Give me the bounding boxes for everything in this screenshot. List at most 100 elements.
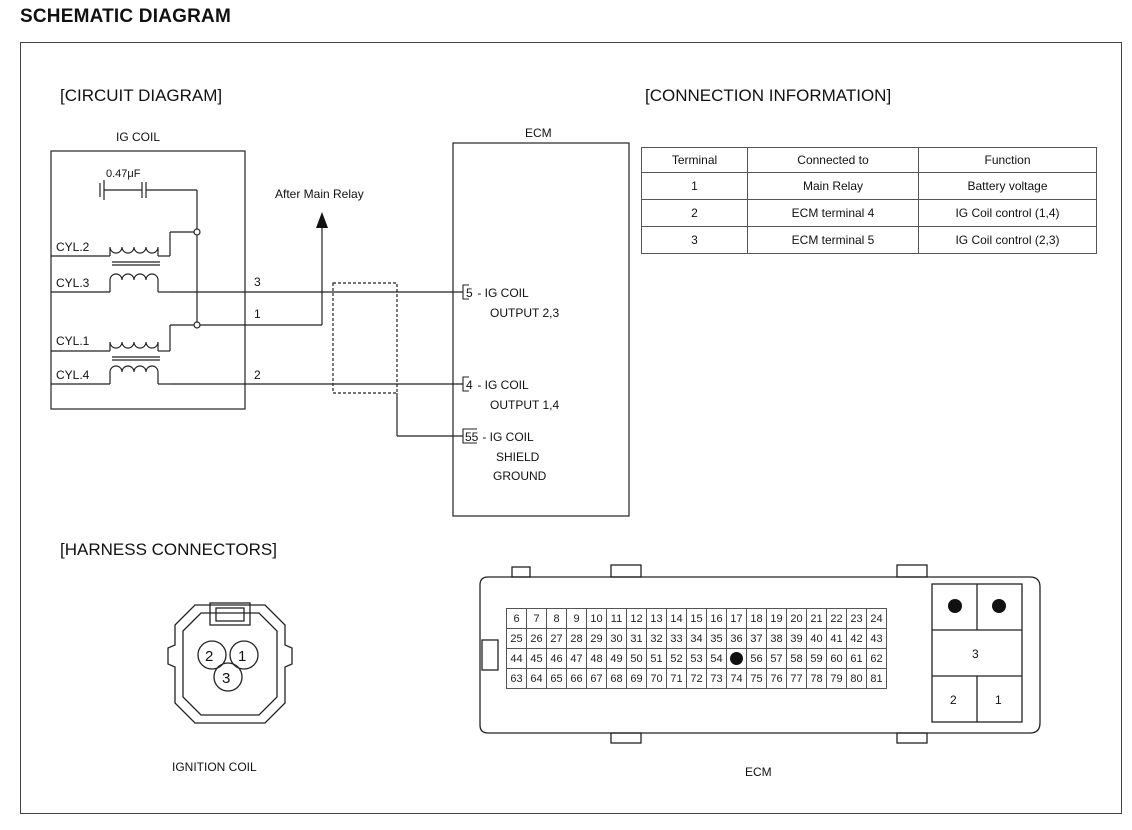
ecm-pin-cell: 19 — [766, 608, 787, 629]
coil-pin-1: 1 — [238, 648, 246, 665]
ecm-pin-4-number: 4 — [466, 378, 473, 392]
terminal-cell: 1 — [641, 172, 748, 200]
ecm-pin-cell: 20 — [786, 608, 807, 629]
ig-coil-label: IG COIL — [116, 130, 160, 144]
function-cell: Battery voltage — [918, 172, 1097, 200]
ecm-pin-cell: 11 — [606, 608, 627, 629]
capacitor-label: 0.47μF — [106, 168, 141, 180]
ecm-pin-cell: 32 — [646, 628, 667, 649]
ecm-pin-5-number: 5 — [466, 286, 473, 300]
ecm-pin-cell: 79 — [826, 668, 847, 689]
function-cell: IG Coil control (2,3) — [918, 226, 1097, 254]
wire-number-2: 2 — [254, 368, 261, 382]
ecm-pin-cell: 47 — [566, 648, 587, 669]
pin-dot-icon — [730, 652, 743, 665]
ecm-pin-cell: 45 — [526, 648, 547, 669]
ecm-pin-cell: 64 — [526, 668, 547, 689]
coil-pin-2: 2 — [205, 648, 213, 665]
ecm-pin-cell: 27 — [546, 628, 567, 649]
ecm-pin-5-line1: - IG COIL — [474, 286, 529, 300]
header-function: Function — [918, 147, 1097, 173]
ecm-pin-cell: 80 — [846, 668, 867, 689]
function-cell: IG Coil control (1,4) — [918, 199, 1097, 227]
ecm-power-pin-2: 2 — [950, 693, 957, 707]
connection-info-title: [CONNECTION INFORMATION] — [645, 86, 892, 105]
ig-coil-box — [50, 150, 246, 410]
ecm-pin-cell: 23 — [846, 608, 867, 629]
ecm-pin-cell: 70 — [646, 668, 667, 689]
ecm-pin-cell: 48 — [586, 648, 607, 669]
ecm-pin-cell: 15 — [686, 608, 707, 629]
cyl-4-label: CYL.4 — [56, 368, 90, 382]
cyl-1-label: CYL.1 — [56, 334, 90, 348]
ecm-pin-cell: 71 — [666, 668, 687, 689]
ecm-pin-cell: 35 — [706, 628, 727, 649]
ecm-pin-cell: 68 — [606, 668, 627, 689]
diagram-frame — [20, 42, 1122, 814]
header-connected-to: Connected to — [747, 147, 919, 173]
wire-number-3: 3 — [254, 275, 261, 289]
ecm-pin-cell: 43 — [866, 628, 887, 649]
ecm-connector — [479, 564, 1041, 744]
ecm-pin-cell: 28 — [566, 628, 587, 649]
ecm-pin-cell: 44 — [506, 648, 527, 669]
ecm-pin-cell: 51 — [646, 648, 667, 669]
connection-table: Terminal Connected to Function 1 Main Re… — [641, 147, 1097, 254]
ecm-pin-cell: 61 — [846, 648, 867, 669]
ignition-coil-connector — [167, 602, 293, 724]
ecm-pin-cell: 39 — [786, 628, 807, 649]
cyl-2-label: CYL.2 — [56, 240, 90, 254]
ecm-pin-cell: 29 — [586, 628, 607, 649]
ecm-pin-cell: 56 — [746, 648, 767, 669]
ecm-pin-cell: 54 — [706, 648, 727, 669]
ecm-pin-cell: 59 — [806, 648, 827, 669]
ecm-connector-label: ECM — [745, 765, 772, 779]
wire-number-1: 1 — [254, 307, 261, 321]
ecm-pin-cell: 76 — [766, 668, 787, 689]
ecm-pin-55-line1: - IG COIL — [479, 430, 534, 444]
ecm-pin-55-dot — [726, 648, 747, 669]
connected-to-cell: Main Relay — [747, 172, 919, 200]
ecm-pin-cell: 36 — [726, 628, 747, 649]
header-terminal: Terminal — [641, 147, 748, 173]
ecm-pin-cell: 34 — [686, 628, 707, 649]
ecm-pin-cell: 46 — [546, 648, 567, 669]
coil-pin-3: 3 — [222, 670, 230, 687]
ecm-pin-cell: 7 — [526, 608, 547, 629]
terminal-cell: 3 — [641, 226, 748, 254]
ecm-pin-55-line2: SHIELD — [496, 450, 540, 464]
ecm-pin-cell: 50 — [626, 648, 647, 669]
ecm-pin-cell: 57 — [766, 648, 787, 669]
cyl-3-label: CYL.3 — [56, 276, 90, 290]
ecm-pin-cell: 78 — [806, 668, 827, 689]
ecm-pin-cell: 42 — [846, 628, 867, 649]
ecm-pin-cell: 38 — [766, 628, 787, 649]
ecm-pin-cell: 13 — [646, 608, 667, 629]
ecm-pin-cell: 24 — [866, 608, 887, 629]
ecm-pin-cell: 74 — [726, 668, 747, 689]
ecm-pin-cell: 37 — [746, 628, 767, 649]
ecm-pin-cell: 18 — [746, 608, 767, 629]
ecm-pin-cell: 6 — [506, 608, 527, 629]
ecm-pin-cell: 53 — [686, 648, 707, 669]
ecm-pin-cell: 25 — [506, 628, 527, 649]
connected-to-cell: ECM terminal 5 — [747, 226, 919, 254]
ecm-pin-5-line2: OUTPUT 2,3 — [490, 306, 559, 320]
ecm-pin-cell: 12 — [626, 608, 647, 629]
ecm-pin-cell: 58 — [786, 648, 807, 669]
ecm-pin-cell: 65 — [546, 668, 567, 689]
ecm-pin-cell: 67 — [586, 668, 607, 689]
ecm-pin-cell: 75 — [746, 668, 767, 689]
ecm-pin-cell: 52 — [666, 648, 687, 669]
ecm-pin-cell: 8 — [546, 608, 567, 629]
ecm-power-pin-1: 1 — [995, 693, 1002, 707]
ecm-pin-cell: 16 — [706, 608, 727, 629]
ecm-pin-cell: 73 — [706, 668, 727, 689]
ecm-pin-4-line1: - IG COIL — [474, 378, 529, 392]
terminal-cell: 2 — [641, 199, 748, 227]
ecm-circuit-label: ECM — [525, 126, 552, 140]
ecm-pin-cell: 60 — [826, 648, 847, 669]
